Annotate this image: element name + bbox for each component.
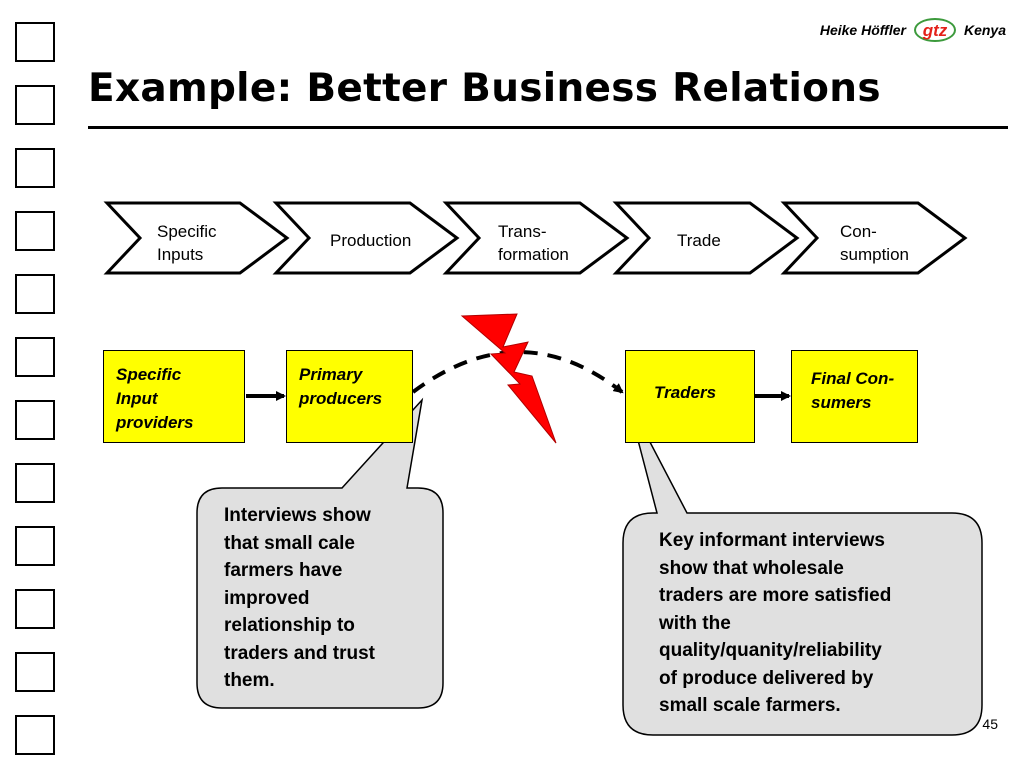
header-branding: Heike Höffler gtz Kenya — [820, 18, 1006, 42]
chain-label-trade: Trade — [677, 231, 721, 250]
chevron-transformation — [442, 201, 630, 275]
side-square — [15, 400, 55, 440]
box-traders: Traders — [625, 350, 755, 443]
side-square — [15, 148, 55, 188]
chain-label-consumption: Con- sumption — [840, 222, 909, 264]
page-title: Example: Better Business Relations — [88, 66, 881, 111]
side-square — [15, 85, 55, 125]
box-primary-producers: Primary producers — [286, 350, 413, 443]
side-square — [15, 652, 55, 692]
title-rule — [88, 126, 1008, 129]
lightning-bolt-icon — [460, 313, 557, 444]
logo-text: gtz — [922, 20, 948, 40]
page-number: 45 — [982, 716, 998, 732]
box-input-providers: Specific Input providers — [103, 350, 245, 443]
author-name: Heike Höffler — [819, 22, 906, 38]
side-square — [15, 211, 55, 251]
chevron-production — [272, 201, 460, 275]
chevron-specific-inputs — [103, 201, 290, 275]
side-square — [15, 274, 55, 314]
chain-label-production: Production — [330, 231, 412, 250]
chevron-trade — [612, 201, 800, 275]
chain-label-transformation: Trans- formation — [498, 222, 569, 264]
chain-label-specific-inputs: Specific Inputs — [157, 222, 217, 264]
side-square — [15, 22, 55, 62]
gtz-logo: gtz — [913, 18, 956, 42]
side-square — [15, 337, 55, 377]
side-square — [15, 715, 55, 755]
side-square — [15, 589, 55, 629]
callout-right-text: Key informant interviews show that whole… — [659, 530, 892, 716]
country-name: Kenya — [963, 22, 1006, 38]
callout-left-text: Interviews show that small cale farmers … — [224, 505, 375, 691]
side-squares — [15, 22, 57, 778]
dashed-relation-arrow — [411, 350, 624, 394]
chevron-consumption — [780, 201, 968, 275]
box-final-consumers: Final Con- sumers — [791, 350, 918, 443]
callout-right-bubble — [622, 397, 983, 736]
callout-left-bubble — [196, 397, 444, 709]
side-square — [15, 463, 55, 503]
side-square — [15, 526, 55, 566]
